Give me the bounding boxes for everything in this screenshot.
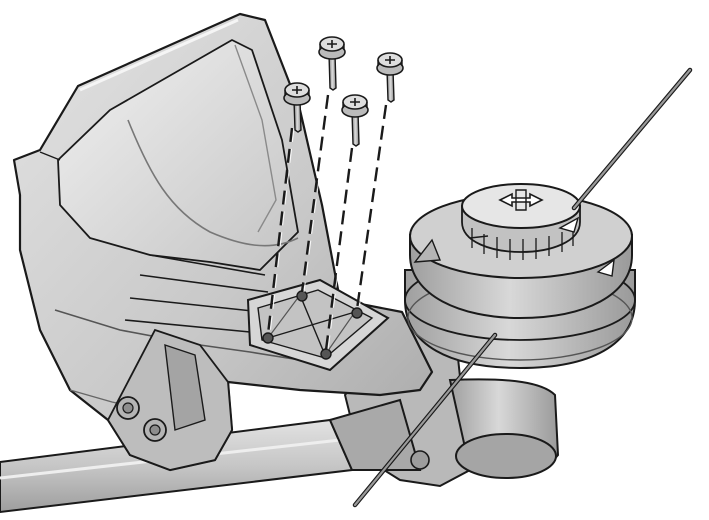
trimmer-line <box>352 67 693 508</box>
screw <box>318 36 346 91</box>
screw-hole <box>320 348 332 360</box>
alignment-lines <box>266 94 388 351</box>
screw <box>283 82 311 133</box>
screw <box>376 52 404 103</box>
guard-bolt <box>143 418 167 442</box>
trimmer-head <box>404 183 636 370</box>
bump-feed-arrows-icon <box>498 189 544 211</box>
guard-bolt <box>116 396 140 420</box>
screw-hole <box>351 307 363 319</box>
screw-hole <box>296 290 308 302</box>
screw-hole <box>262 332 274 344</box>
guard-mounting-bracket <box>246 278 390 372</box>
screw <box>341 94 369 147</box>
